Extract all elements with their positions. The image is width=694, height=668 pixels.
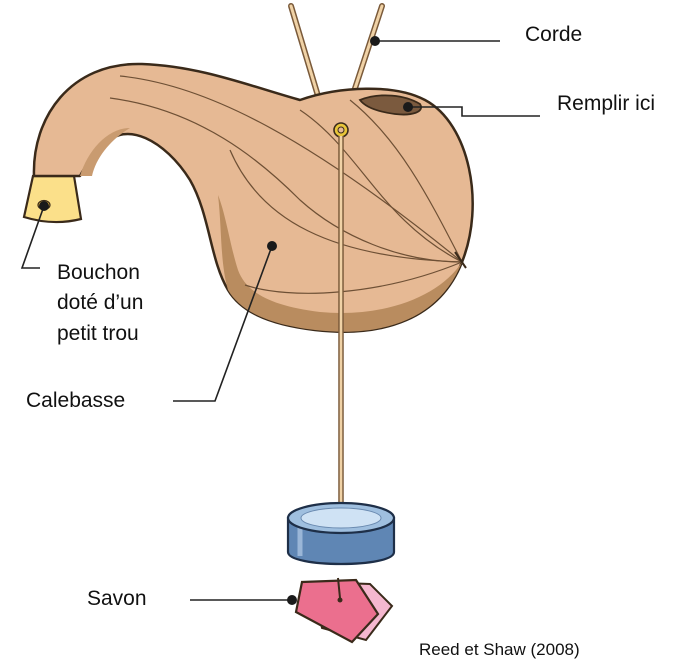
label-corde: Corde xyxy=(525,20,582,49)
credit: Reed et Shaw (2008) xyxy=(419,640,580,660)
soap-icon xyxy=(296,578,392,642)
label-remplir-ici: Remplir ici xyxy=(557,89,655,118)
label-calebasse: Calebasse xyxy=(26,386,125,415)
label-bouchon-2: doté d’un xyxy=(57,288,143,317)
stopper-icon xyxy=(24,176,81,222)
label-savon: Savon xyxy=(87,584,147,613)
label-bouchon-1: Bouchon xyxy=(57,258,140,287)
tin-can-icon xyxy=(288,503,394,564)
label-bouchon-3: petit trou xyxy=(57,319,139,348)
